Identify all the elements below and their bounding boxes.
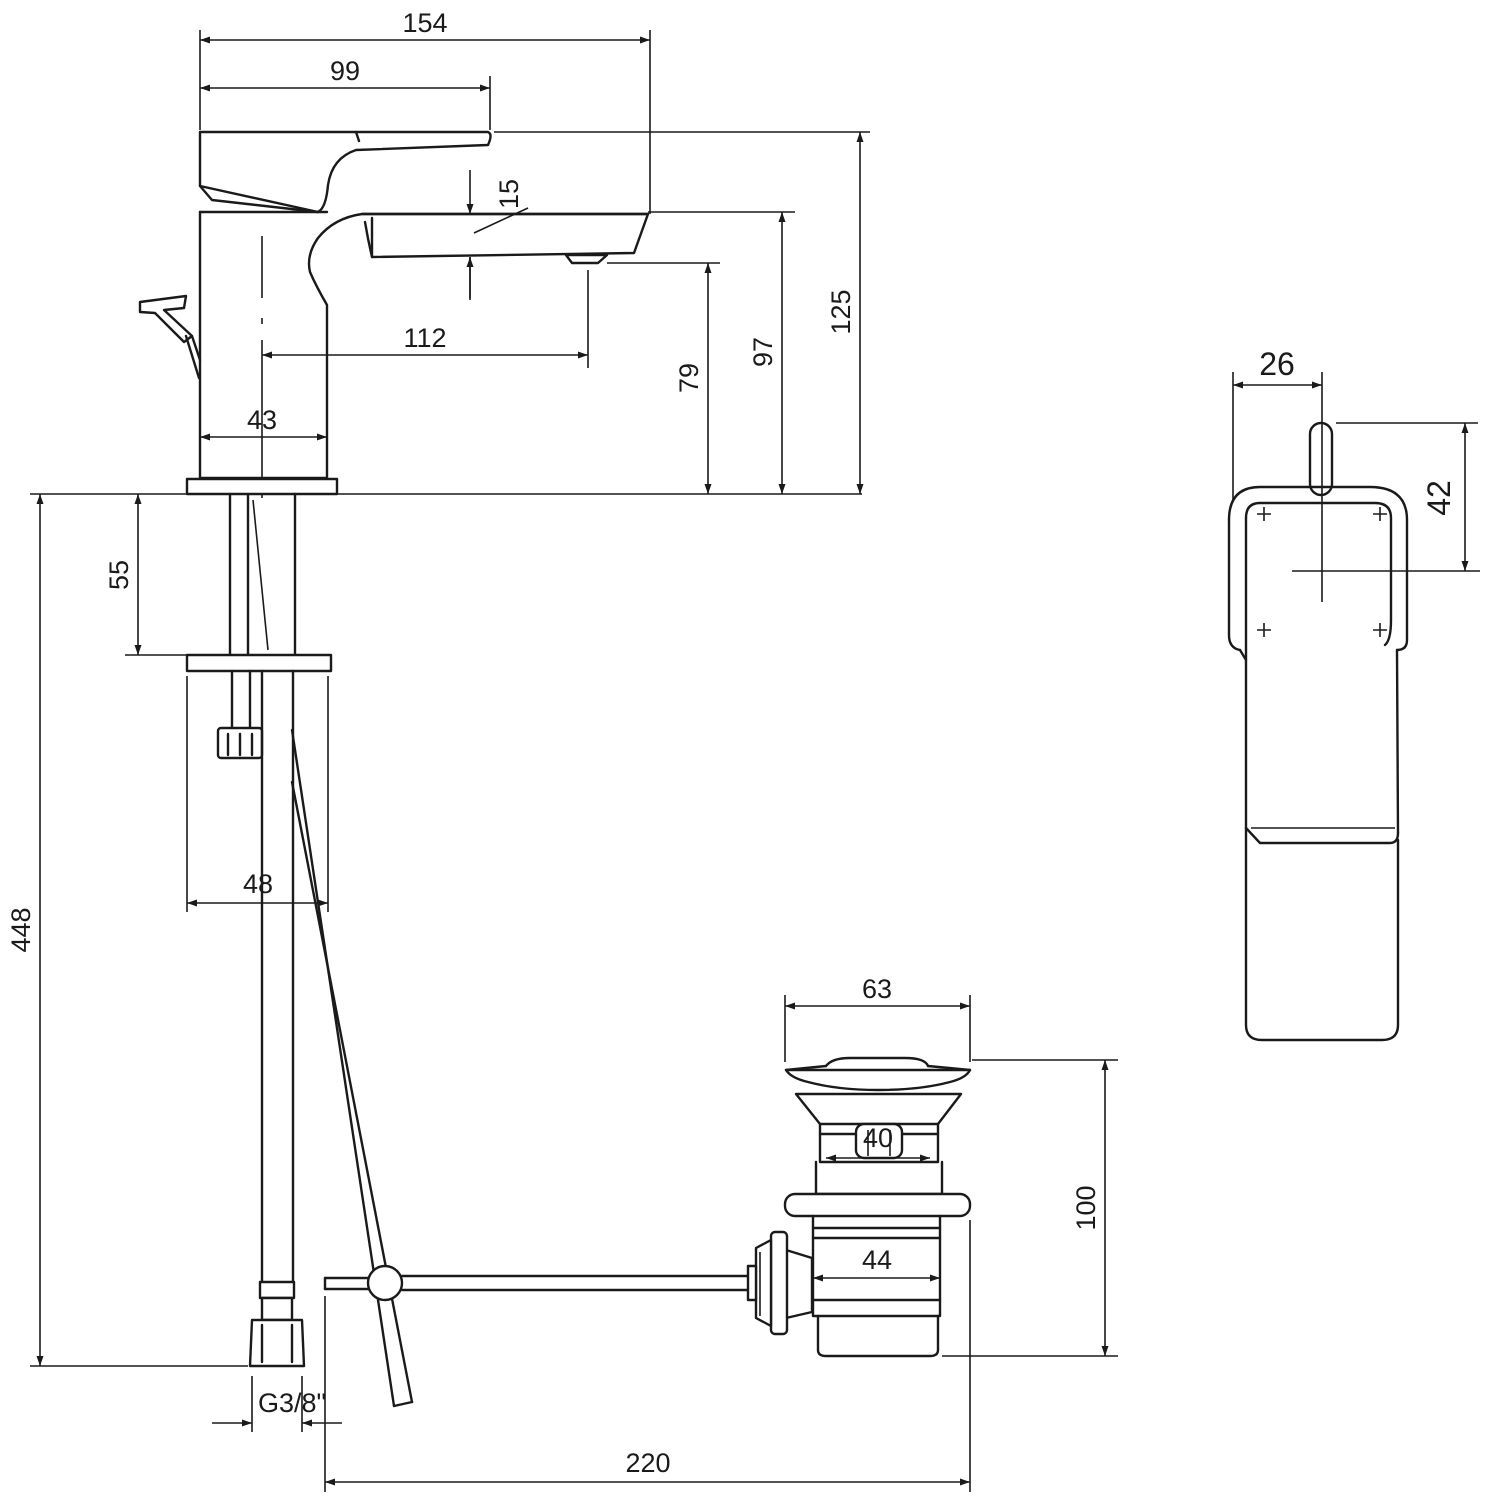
dim-hose-spacing: 48 (243, 869, 273, 899)
dim-top-handle-offset: 26 (1259, 346, 1295, 382)
dim-shank-to-plate: 55 (104, 560, 134, 590)
dim-overall-length: 154 (402, 8, 447, 38)
mounting-marks (1257, 507, 1387, 637)
dim-aerator-offset: 15 (494, 179, 524, 209)
dim-waste-height: 100 (1071, 1185, 1101, 1230)
dim-top-handle-length: 42 (1421, 480, 1457, 516)
faucet-top-view (1227, 420, 1480, 1042)
dim-rod-length: 220 (625, 1448, 670, 1478)
dim-height-to-spout-top: 97 (748, 337, 778, 367)
linkage-clamp (366, 1264, 404, 1302)
pop-up-rod (290, 728, 396, 1408)
waste-cap (784, 1068, 972, 1092)
base-plate (185, 477, 339, 496)
pop-up-waste (746, 1056, 972, 1358)
hose-nut (248, 1318, 306, 1368)
pop-up-lever (138, 294, 194, 344)
dim-spout-height: 79 (674, 363, 704, 393)
faucet-side-view (30, 130, 862, 498)
dim-reach: 112 (403, 323, 446, 353)
dim-waste-flange: 63 (862, 974, 892, 1004)
dim-connection-thread: G3/8" (258, 1388, 326, 1418)
dim-waste-body: 44 (862, 1245, 892, 1275)
waste-flange-nut (783, 1192, 972, 1218)
faucet-body (198, 210, 650, 480)
top-handle-knob (1308, 421, 1334, 497)
dim-handle-length: 99 (330, 56, 360, 86)
waste-side-knob (784, 1248, 814, 1320)
faucet-spout (360, 212, 650, 259)
faucet-underside (185, 492, 752, 1408)
dim-base-diameter: 43 (247, 405, 277, 435)
faucet-handle (198, 130, 492, 214)
waste-bowl (794, 1092, 963, 1126)
aerator (564, 253, 609, 265)
dim-waste-opening: 40 (863, 1123, 893, 1153)
mounting-plate (185, 653, 333, 673)
dimension-lines (30, 30, 1478, 1492)
dim-overall-height: 125 (826, 289, 856, 334)
top-body-outline (1227, 485, 1409, 652)
dimension-labels: 154 99 15 112 43 79 97 125 55 448 48 G3/… (6, 8, 1457, 1478)
dim-hose-length: 448 (6, 907, 36, 952)
